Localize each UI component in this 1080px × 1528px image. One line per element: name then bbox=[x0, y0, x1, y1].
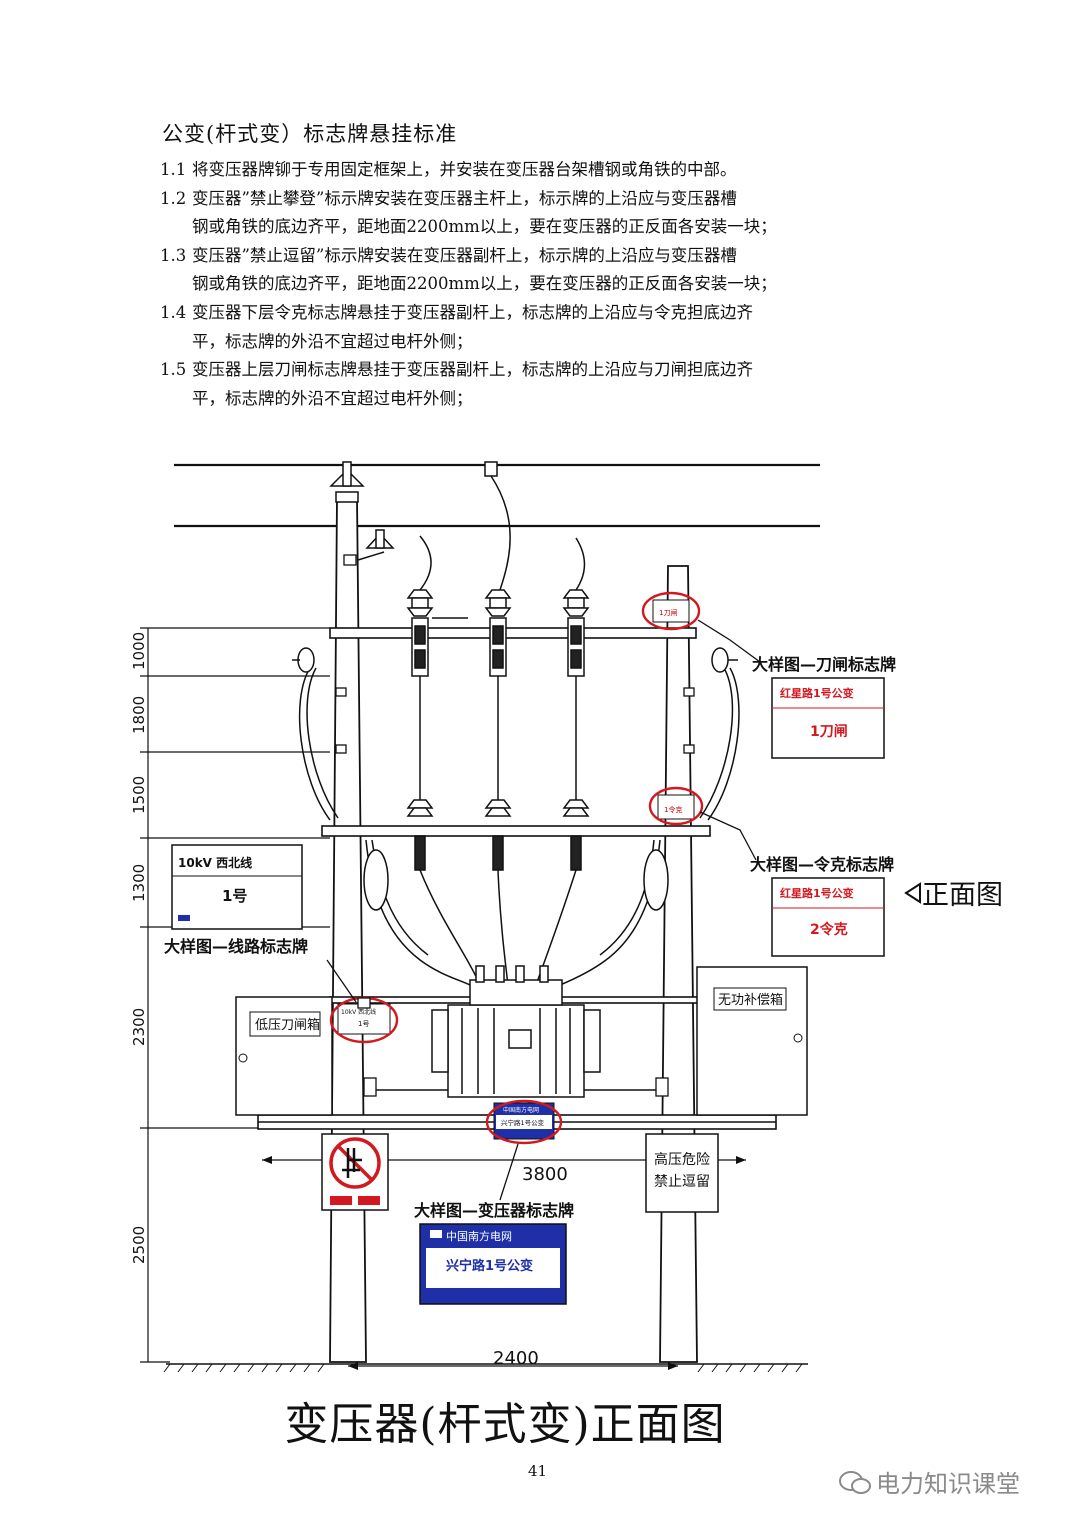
reactive-compensation-box: 无功补偿箱 bbox=[696, 966, 808, 1116]
rule-text: 变压器上层刀闸标志牌悬挂于变压器副杆上，标志牌的上沿应与刀闸担底边齐 bbox=[192, 360, 753, 380]
front-view-marker: 正面图 bbox=[904, 880, 1003, 911]
rule-1-1: 1.1 将变压器牌铆于专用固定框架上，并安装在变压器台架槽钢或角铁的中部。 bbox=[160, 156, 920, 185]
climber-icon bbox=[342, 1148, 362, 1178]
structure-braces bbox=[335, 554, 695, 1097]
no-climbing-sign bbox=[321, 1133, 389, 1211]
transformer-body bbox=[431, 965, 601, 1098]
rule-text-continued: 钢或角铁的底边齐平，距地面2200mm以上，要在变压器的正反面各安装一块； bbox=[192, 217, 777, 237]
callout-knife-switch: 大样图—刀闸标志牌 bbox=[752, 655, 896, 674]
line-sign-line1: 10kV 西北线 bbox=[178, 855, 252, 870]
wechat-icon bbox=[839, 1471, 871, 1494]
small-fuse-tag-text: 1令克 bbox=[664, 805, 682, 814]
document-title: 公变(杆式变）标志牌悬挂标准 bbox=[162, 122, 458, 146]
detail-line-sign: 10kV 西北线 1号 大样图—线路标志牌 bbox=[164, 844, 308, 956]
small-transformer-tag-name: 兴宁路1号公变 bbox=[501, 1118, 545, 1127]
transformer-sign-brand: 中国南方电网 bbox=[446, 1229, 512, 1243]
rule-text: 将变压器牌铆于专用固定框架上，并安装在变压器台架槽钢或角铁的中部。 bbox=[192, 160, 737, 179]
danger-sign-line1: 高压危险 bbox=[654, 1151, 710, 1168]
ground-line bbox=[163, 1363, 808, 1373]
dim-label-1000: 1000 bbox=[130, 632, 148, 670]
dim-2400-label: 2400 bbox=[493, 1348, 539, 1369]
callout-line: 大样图—线路标志牌 bbox=[164, 937, 308, 956]
secondary-pole bbox=[659, 565, 698, 1363]
rule-number: 1.3 bbox=[160, 245, 187, 265]
grid-logo-icon bbox=[430, 1230, 442, 1238]
rule-text-continued: 平，标志牌的外沿不宜超过电杆外侧； bbox=[192, 331, 473, 351]
callout-transformer: 大样图—变压器标志牌 bbox=[414, 1201, 574, 1220]
small-line-tag-line1: 10kV 西北线 bbox=[341, 1008, 376, 1016]
callout-fuse: 大样图—令克标志牌 bbox=[750, 855, 894, 874]
rule-text-continued: 钢或角铁的底边齐平，距地面2200mm以上，要在变压器的正反面各安装一块； bbox=[192, 274, 777, 294]
rule-number: 1.5 bbox=[160, 360, 187, 380]
diagram-caption: 变压器(杆式变)正面图 bbox=[284, 1399, 726, 1450]
dim-label-1300: 1300 bbox=[130, 864, 148, 902]
lv-box-label: 低压刀闸箱 bbox=[255, 1017, 320, 1033]
line-sign-line2: 1号 bbox=[222, 887, 247, 905]
high-voltage-danger-sign: 高压危险 禁止逗留 bbox=[645, 1133, 719, 1213]
rules-list: 1.1 将变压器牌铆于专用固定框架上，并安装在变压器台架槽钢或角铁的中部。 1.2… bbox=[160, 156, 920, 413]
front-view-label: 正面图 bbox=[922, 880, 1003, 911]
small-knife-switch-tag: 1刀闸 bbox=[641, 591, 701, 631]
dimension-2400: 2400 bbox=[348, 1348, 678, 1370]
rule-text: 变压器”禁止攀登”标示牌安装在变压器主杆上，标示牌的上沿应与变压器槽 bbox=[192, 188, 737, 208]
small-line-tag-line2: 1号 bbox=[358, 1020, 369, 1028]
drop-leads bbox=[419, 475, 586, 800]
dim-label-2300: 2300 bbox=[130, 1008, 148, 1046]
fuse-crossarm bbox=[321, 825, 711, 837]
small-fuse-tag: 1令克 bbox=[648, 786, 704, 826]
callout-leaders bbox=[326, 619, 761, 1201]
pole-top-insulators bbox=[329, 461, 498, 561]
grid-logo-icon bbox=[178, 915, 190, 921]
vertical-dimension-labels: 1000 1800 1500 1300 2300 2500 bbox=[130, 632, 148, 1264]
detail-transformer-sign: 大样图—变压器标志牌 中国南方电网 兴宁路1号公变 bbox=[414, 1201, 574, 1305]
detail-knife-switch: 大样图—刀闸标志牌 红星路1号公变 1刀闸 bbox=[752, 655, 896, 759]
rule-text: 变压器”禁止逗留”标示牌安装在变压器副杆上，标示牌的上沿应与变压器槽 bbox=[192, 245, 737, 265]
surge-arresters bbox=[292, 647, 738, 911]
watermark: 电力知识课堂 bbox=[838, 1464, 1020, 1499]
dim-label-2500: 2500 bbox=[130, 1226, 148, 1264]
watermark-text: 电力知识课堂 bbox=[876, 1470, 1020, 1498]
low-voltage-switch-box: 低压刀闸箱 bbox=[235, 996, 333, 1116]
fuse-sign-line2: 2令克 bbox=[810, 921, 848, 938]
dim-label-1800: 1800 bbox=[130, 696, 148, 734]
page-number: 41 bbox=[528, 1462, 548, 1480]
dim-3800-label: 3800 bbox=[522, 1164, 568, 1185]
small-transformer-tag-brand: 中国南方电网 bbox=[503, 1106, 539, 1114]
rule-number: 1.2 bbox=[160, 188, 187, 208]
rule-number: 1.4 bbox=[160, 302, 187, 322]
knife-sign-line2: 1刀闸 bbox=[810, 723, 848, 740]
small-knife-tag-text: 1刀闸 bbox=[659, 609, 677, 617]
small-line-tag: 10kV 西北线 1号 bbox=[329, 996, 399, 1044]
knife-switch-crossarm bbox=[329, 627, 697, 639]
rule-text-continued: 平，标志牌的外沿不宜超过电杆外侧； bbox=[192, 388, 473, 408]
transformer-sign-name: 兴宁路1号公变 bbox=[446, 1258, 533, 1274]
rule-text: 变压器下层令克标志牌悬挂于变压器副杆上，标志牌的上沿应与令克担底边齐 bbox=[192, 302, 753, 322]
detail-fuse: 大样图—令克标志牌 红星路1号公变 2令克 bbox=[750, 855, 894, 957]
triangle-marker-icon bbox=[904, 882, 921, 904]
danger-sign-line2: 禁止逗留 bbox=[654, 1174, 710, 1190]
knife-sign-line1: 红星路1号公变 bbox=[780, 686, 854, 700]
fuse-sign-line1: 红星路1号公变 bbox=[780, 886, 854, 900]
small-transformer-tag: 中国南方电网 兴宁路1号公变 bbox=[485, 1099, 563, 1145]
dim-label-1500: 1500 bbox=[130, 776, 148, 814]
rule-number: 1.1 bbox=[160, 160, 187, 179]
comp-box-label: 无功补偿箱 bbox=[718, 992, 783, 1008]
